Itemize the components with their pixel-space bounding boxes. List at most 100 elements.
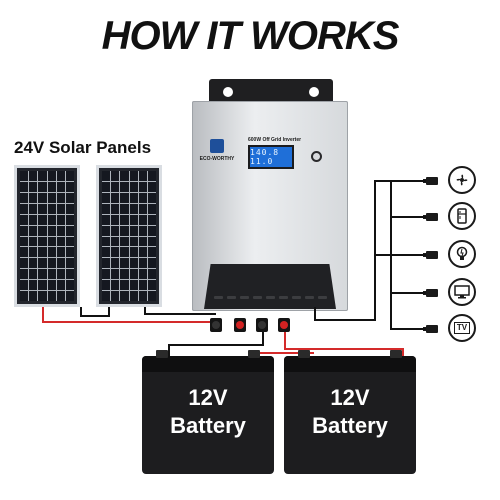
solar-cell	[56, 214, 65, 225]
battery-voltage: 12V	[330, 385, 370, 410]
solar-cell	[56, 203, 65, 214]
solar-cell	[56, 171, 65, 181]
load-branch-wire	[390, 216, 426, 218]
solar-cell	[65, 203, 74, 214]
solar-cell	[20, 203, 29, 214]
mount-hole	[309, 87, 319, 97]
battery-wire-black	[262, 332, 264, 346]
ac-bus-left	[374, 180, 376, 321]
vent-slot	[239, 295, 249, 299]
solar-cell	[20, 258, 29, 269]
solar-cell	[56, 291, 65, 301]
battery-link-wire	[250, 352, 314, 354]
solar-cell	[129, 192, 138, 203]
load-refrigerator	[423, 202, 476, 232]
solar-cell	[129, 203, 138, 214]
solar-cell	[111, 280, 120, 291]
solar-cell	[120, 247, 129, 258]
solar-cell	[147, 181, 156, 192]
inverter-model: 600W Off Grid Inverter	[248, 137, 302, 143]
solar-cell	[65, 291, 74, 301]
battery-post	[298, 350, 310, 358]
solar-cell	[102, 236, 111, 247]
solar-cell	[102, 269, 111, 280]
solar-cell	[29, 280, 38, 291]
solar-cell	[102, 280, 111, 291]
solar-cell	[29, 203, 38, 214]
solar-cell	[111, 181, 120, 192]
solar-cell	[102, 171, 111, 181]
solar-cell	[29, 247, 38, 258]
solar-cell	[147, 236, 156, 247]
solar-cell-grid	[20, 171, 74, 301]
solar-cell	[111, 236, 120, 247]
solar-cell	[147, 280, 156, 291]
solar-cell	[56, 258, 65, 269]
vent-slot	[291, 295, 301, 299]
solar-cell	[129, 171, 138, 181]
solar-cell	[29, 291, 38, 301]
solar-cell	[102, 214, 111, 225]
solar-cell	[38, 258, 47, 269]
solar-cell	[138, 192, 147, 203]
inverter-terminal-cover	[204, 264, 336, 309]
solar-cell	[129, 236, 138, 247]
battery-right: 12V Battery	[284, 350, 416, 474]
panel-wire-red	[42, 307, 44, 323]
solar-cell	[120, 225, 129, 236]
solar-cell	[111, 269, 120, 280]
monitor-icon	[448, 278, 476, 306]
solar-cell	[147, 225, 156, 236]
solar-panel-right	[96, 165, 162, 307]
solar-cell	[129, 247, 138, 258]
solar-cell	[120, 203, 129, 214]
solar-cell	[20, 181, 29, 192]
vent-slot	[265, 295, 275, 299]
battery-wire-black-drop	[168, 344, 170, 356]
solar-cell	[29, 269, 38, 280]
solar-cell	[111, 247, 120, 258]
solar-cell	[65, 258, 74, 269]
vent-slot	[226, 295, 236, 299]
solar-cell	[65, 171, 74, 181]
solar-cell	[147, 269, 156, 280]
solar-cell	[129, 280, 138, 291]
load-light	[423, 240, 476, 270]
solar-cell	[29, 258, 38, 269]
battery-lid	[284, 356, 416, 372]
solar-cell	[29, 181, 38, 192]
load-tv: TV	[423, 314, 476, 344]
solar-cell	[38, 225, 47, 236]
battery-negative-terminal	[256, 318, 268, 332]
plug-icon	[423, 213, 438, 221]
solar-cell	[120, 258, 129, 269]
solar-cell	[20, 225, 29, 236]
solar-cell	[138, 236, 147, 247]
solar-cell	[56, 280, 65, 291]
plug-icon	[423, 289, 438, 297]
battery-wire-black-run	[168, 344, 264, 346]
solar-cell	[47, 280, 56, 291]
panel-link-wire-run	[80, 315, 110, 317]
solar-cell	[120, 181, 129, 192]
solar-cell	[102, 181, 111, 192]
solar-cell	[102, 192, 111, 203]
solar-cell	[65, 214, 74, 225]
battery-label: 12V Battery	[284, 384, 416, 440]
solar-cell	[65, 181, 74, 192]
solar-cell	[65, 280, 74, 291]
solar-cell	[20, 236, 29, 247]
battery-lid	[142, 356, 274, 372]
solar-cell	[102, 225, 111, 236]
solar-cell	[138, 171, 147, 181]
solar-cell	[38, 214, 47, 225]
light-bulb-icon	[448, 240, 476, 268]
load-branch-wire	[390, 292, 426, 294]
solar-cell	[56, 236, 65, 247]
solar-cell	[120, 269, 129, 280]
inverter-power-button[interactable]	[311, 151, 322, 162]
solar-cell	[147, 291, 156, 301]
solar-cell	[56, 247, 65, 258]
solar-cell	[65, 247, 74, 258]
